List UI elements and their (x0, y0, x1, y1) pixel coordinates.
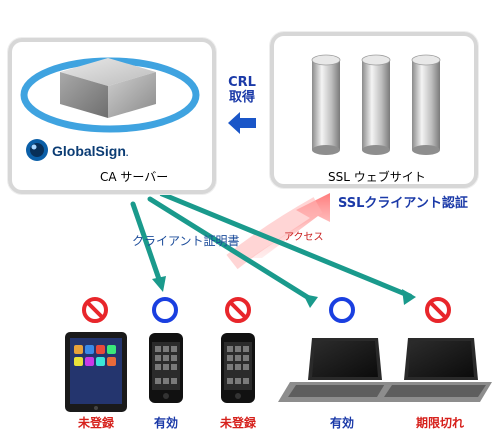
server-cylinders-icon (311, 54, 441, 155)
globalsign-eye-icon (26, 139, 48, 161)
crl-label: CRL 取得 (224, 75, 260, 105)
laptop-icon (374, 338, 492, 402)
status-marks (82, 297, 451, 323)
device-status-label: 期限切れ (415, 416, 464, 430)
allowed-icon (329, 297, 355, 323)
client-cert-label: クライアント証明書 (132, 234, 240, 248)
device-status-label: 未登録 (77, 416, 114, 430)
tablet-icon (65, 332, 127, 412)
cube-icon (20, 57, 200, 133)
globalsign-logo: GlobalSign. (52, 143, 128, 159)
crl-label-line2: 取得 (228, 90, 255, 105)
ssl-website-box (270, 32, 478, 188)
denied-icon (225, 297, 251, 323)
ca-server-label: CA サーバー (100, 170, 169, 184)
ssl-website-label: SSL ウェブサイト (328, 170, 426, 184)
globalsign-logo-text: GlobalSign (52, 143, 126, 159)
device-status-label: 有効 (153, 416, 178, 430)
denied-icon (425, 297, 451, 323)
client-cert-arrows (130, 191, 413, 303)
allowed-icon (152, 297, 178, 323)
crl-arrow-icon (228, 112, 256, 134)
access-label: アクセス (284, 232, 324, 243)
ssl-client-auth-label: SSLクライアント認証 (338, 196, 468, 211)
globalsign-logo-mark: . (125, 148, 129, 158)
smartphone-icon (221, 333, 255, 403)
crl-label-line1: CRL (228, 75, 256, 90)
smartphone-icon (149, 333, 183, 403)
laptop-icon (278, 338, 396, 402)
ca-server-box (8, 38, 216, 194)
denied-icon (82, 297, 108, 323)
device-status-label: 有効 (329, 416, 354, 430)
device-status-label: 未登録 (219, 416, 256, 430)
